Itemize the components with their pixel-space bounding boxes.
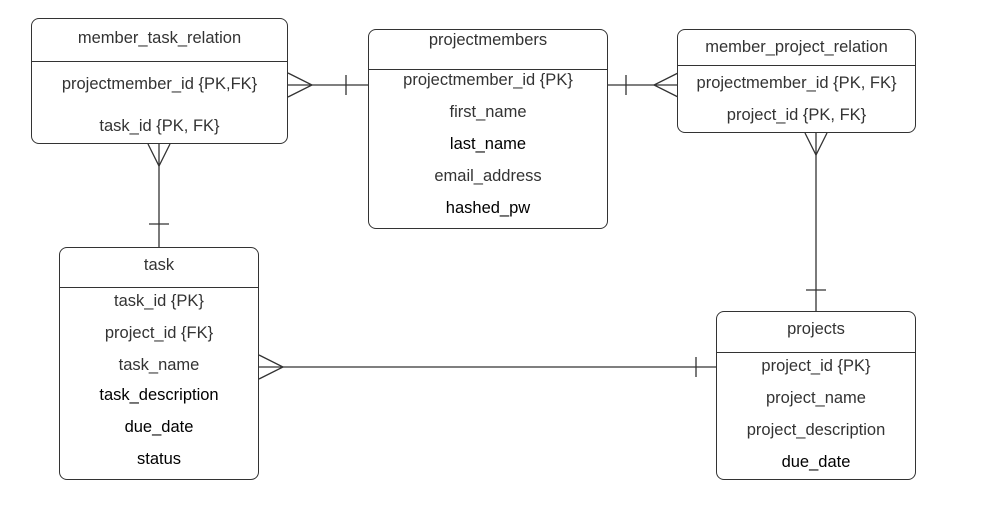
attribute-email-address: email_address: [434, 167, 542, 185]
entity-title: member_project_relation: [678, 30, 915, 66]
entity-title: task: [60, 248, 258, 288]
attribute-last-name: last_name: [449, 135, 527, 153]
entity-projectmembers[interactable]: projectmembers projectmember_id {PK} fir…: [368, 29, 608, 229]
crowfoot-many-marker: [258, 354, 285, 380]
attribute-project-id: project_id {FK}: [104, 324, 214, 342]
crowfoot-many-marker: [804, 132, 828, 157]
entity-task[interactable]: task task_id {PK} project_id {FK} task_n…: [59, 247, 259, 480]
entity-member-task-relation[interactable]: member_task_relation projectmember_id {P…: [31, 18, 288, 144]
attribute-project-description: project_description: [746, 421, 886, 439]
relation-task-projects: [258, 354, 716, 380]
attribute-projectmember-id: projectmember_id {PK,FK}: [61, 75, 258, 93]
relation-member-project-projects: [804, 132, 828, 312]
attribute-task-id: task_id {PK, FK}: [99, 117, 220, 135]
entity-member-project-relation[interactable]: member_project_relation projectmember_id…: [677, 29, 916, 133]
attribute-project-id: project_id {PK, FK}: [726, 106, 867, 124]
relation-member-task-task: [147, 143, 171, 248]
entity-projects[interactable]: projects project_id {PK} project_name pr…: [716, 311, 916, 480]
attribute-status: status: [136, 450, 182, 468]
crowfoot-many-marker: [287, 72, 314, 98]
entity-title: projects: [717, 312, 915, 353]
relation-member-task-projectmembers: [287, 72, 368, 98]
relation-projectmembers-member-project: [608, 72, 679, 98]
crowfoot-many-marker: [652, 72, 679, 98]
attribute-due-date: due_date: [781, 453, 851, 471]
attribute-hashed-pw: hashed_pw: [445, 199, 531, 217]
attribute-projectmember-id: projectmember_id {PK}: [403, 71, 573, 89]
attribute-due-date: due_date: [124, 418, 194, 436]
attribute-project-id: project_id {PK}: [761, 357, 871, 375]
crowfoot-many-marker: [147, 143, 171, 168]
attribute-task-id: task_id {PK}: [114, 292, 204, 310]
attribute-first-name: first_name: [449, 103, 527, 121]
attribute-task-name: task_name: [118, 356, 200, 374]
entity-title: projectmembers: [369, 30, 607, 70]
attribute-projectmember-id: projectmember_id {PK, FK}: [696, 74, 897, 92]
entity-title: member_task_relation: [32, 19, 287, 62]
attribute-project-name: project_name: [766, 389, 866, 407]
attribute-task-description: task_description: [99, 386, 219, 404]
